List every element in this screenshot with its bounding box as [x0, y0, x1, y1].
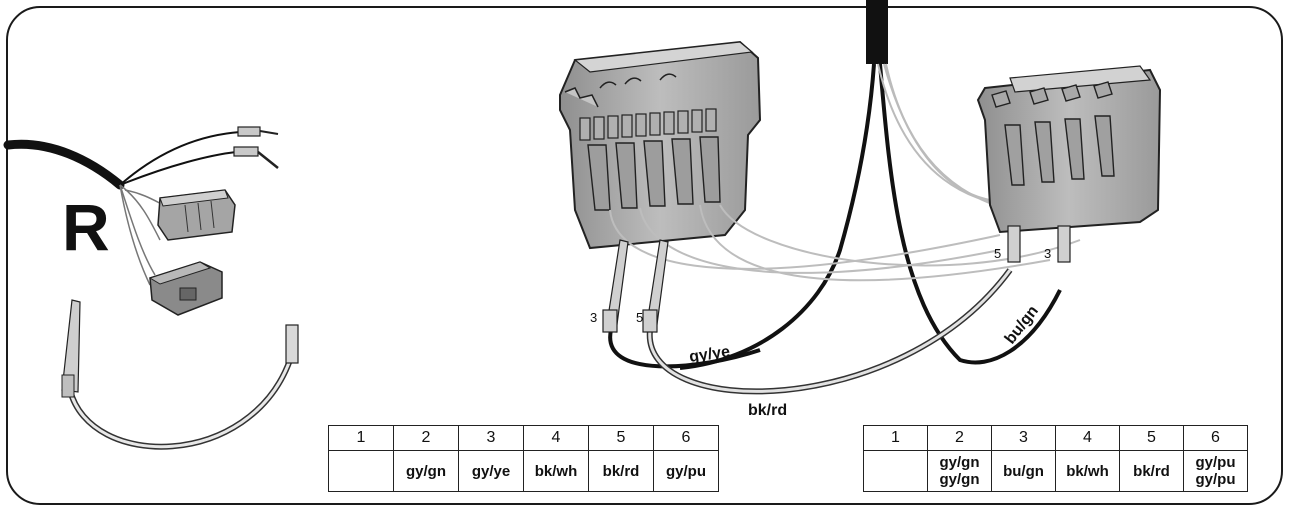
main-cable [3, 139, 125, 190]
pin-number-cell: 4 [1055, 425, 1120, 451]
harness-overview [3, 126, 299, 450]
wire-color-cell: gy/pu [653, 450, 719, 492]
wire-color-cell: gy/gn [393, 450, 459, 492]
pin-number-cell: 3 [991, 425, 1056, 451]
pin-number-cell: 1 [863, 425, 928, 451]
terminal-pin-upper [237, 126, 279, 137]
pin-label-right-5: 5 [994, 246, 1001, 261]
pin-number-cell: 5 [588, 425, 654, 451]
pin-label-right-3: 3 [1044, 246, 1051, 261]
pin-number-cell: 6 [653, 425, 719, 451]
wire-color-cell [328, 450, 394, 492]
pin-number-cell: 4 [523, 425, 589, 451]
wire-color-cell: bu/gn [991, 450, 1056, 492]
pin-number-cell: 1 [328, 425, 394, 451]
pin-number-cell: 5 [1119, 425, 1184, 451]
pin-number-row: 1 2 3 4 5 6 [863, 425, 1248, 451]
connector-left [559, 40, 1081, 282]
thin-wire-lower [119, 151, 237, 186]
connector-right [976, 65, 1162, 234]
pin-table-left: 1 2 3 4 5 6 gy/gn gy/ye bk/wh bk/rd gy/p… [328, 425, 719, 492]
pin-number-cell: 3 [458, 425, 524, 451]
pin-table-right: 1 2 3 4 5 6 gy/gn gy/gn bu/gn bk/wh bk/r… [863, 425, 1248, 492]
small-connector-lower [148, 261, 223, 316]
wire-color-cell: bk/wh [1055, 450, 1120, 492]
pin-number-cell: 2 [927, 425, 992, 451]
pin-label-left-3: 3 [590, 310, 597, 325]
wire-color-row: gy/gn gy/gn bu/gn bk/wh bk/rd gy/pu gy/p… [863, 450, 1248, 492]
wire-color-cell: bk/wh [523, 450, 589, 492]
wire-color-row: gy/gn gy/ye bk/wh bk/rd gy/pu [328, 450, 719, 492]
pin-number-cell: 6 [1183, 425, 1248, 451]
jumper-left-pins [602, 239, 1013, 395]
thin-wire-upper [119, 131, 241, 186]
pin-number-cell: 2 [393, 425, 459, 451]
panel-badge: R [62, 190, 110, 264]
wire-color-cell [863, 450, 928, 492]
wire-color-cell: gy/pu gy/pu [1183, 450, 1248, 492]
terminal-pin-lower [233, 146, 279, 169]
jumper-right-pins [1007, 225, 1071, 263]
bridge-jumper [61, 299, 299, 450]
wire-color-cell: bk/rd [1119, 450, 1184, 492]
pin-label-left-5: 5 [636, 310, 643, 325]
wire-color-cell: gy/ye [458, 450, 524, 492]
pin-number-row: 1 2 3 4 5 6 [328, 425, 719, 451]
diagram-frame [6, 6, 1283, 505]
wire-color-cell: bk/rd [588, 450, 654, 492]
wire-label-bk-rd: bk/rd [748, 402, 787, 419]
wire-color-cell: gy/gn gy/gn [927, 450, 992, 492]
wire-label-gy-ye: gy/ye [688, 343, 731, 366]
small-connector-upper [157, 189, 236, 241]
